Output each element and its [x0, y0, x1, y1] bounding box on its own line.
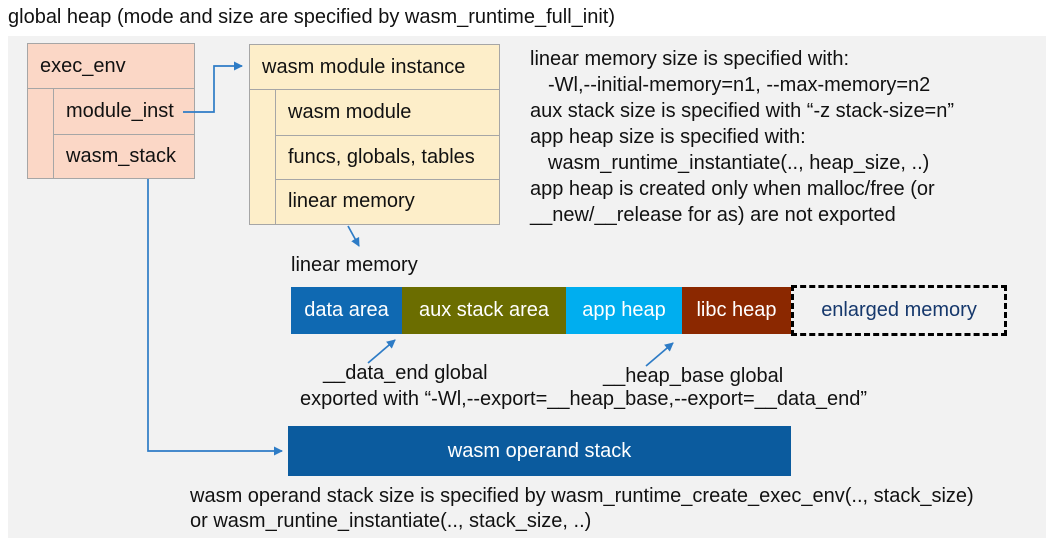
exec-env-row-wasm-stack: wasm_stack	[54, 133, 194, 179]
module-instance-row-wasm-module: wasm module	[288, 100, 412, 123]
exec-env-box: exec_env module_inst wasm_stack	[27, 43, 195, 179]
module-instance-row-funcs-globals-tables: funcs, globals, tables	[276, 134, 499, 180]
exec-env-rows: module_inst wasm_stack	[53, 89, 194, 178]
segment-enlarged-memory: enlarged memory	[791, 285, 1007, 336]
exec-env-row-module-inst: module_inst	[66, 99, 174, 122]
note-line-wl-initial-memory: -Wl,--initial-memory=n1, --max-memory=n2	[548, 74, 931, 96]
linear-memory-bar: data area aux stack area app heap libc h…	[291, 287, 791, 334]
note-line-app-heap-size: app heap size is specified with:	[530, 126, 806, 148]
note-line-linear-memory-size: linear memory size is specified with:	[530, 48, 849, 70]
wasm-module-instance-rows: wasm module funcs, globals, tables linea…	[275, 90, 499, 224]
segment-data-area: data area	[291, 287, 402, 334]
footer-line-2: or wasm_runtine_instantiate(.., stack_si…	[190, 510, 592, 532]
note-line-app-heap-created-2: __new/__release for as) are not exported	[530, 204, 896, 226]
data-end-global-label: __data_end global	[323, 362, 488, 384]
segment-app-heap: app heap	[566, 287, 682, 334]
linear-memory-label: linear memory	[291, 254, 418, 276]
wasm-module-instance-box: wasm module instance wasm module funcs, …	[249, 44, 500, 225]
exec-env-header: exec_env	[28, 44, 194, 89]
memory-size-notes: linear memory size is specified with: -W…	[530, 46, 954, 228]
footer-line-1: wasm operand stack size is specified by …	[190, 485, 974, 507]
module-instance-row-linear-memory: linear memory	[276, 179, 499, 224]
note-line-runtime-instantiate: wasm_runtime_instantiate(.., heap_size, …	[548, 152, 930, 174]
operand-stack-size-notes: wasm operand stack size is specified by …	[190, 484, 974, 534]
segment-aux-stack-area: aux stack area	[402, 287, 566, 334]
heap-base-global-label: __heap_base global	[603, 365, 784, 387]
note-line-aux-stack-size: aux stack size is specified with “-z sta…	[530, 100, 955, 122]
exported-with-label: exported with “-Wl,--export=__heap_base,…	[300, 388, 867, 410]
segment-libc-heap: libc heap	[682, 287, 791, 334]
note-line-app-heap-created-1: app heap is created only when malloc/fre…	[530, 178, 935, 200]
diagram-title: global heap (mode and size are specified…	[8, 6, 615, 28]
wasm-module-instance-header: wasm module instance	[250, 45, 499, 90]
wasm-operand-stack-bar: wasm operand stack	[288, 426, 791, 476]
